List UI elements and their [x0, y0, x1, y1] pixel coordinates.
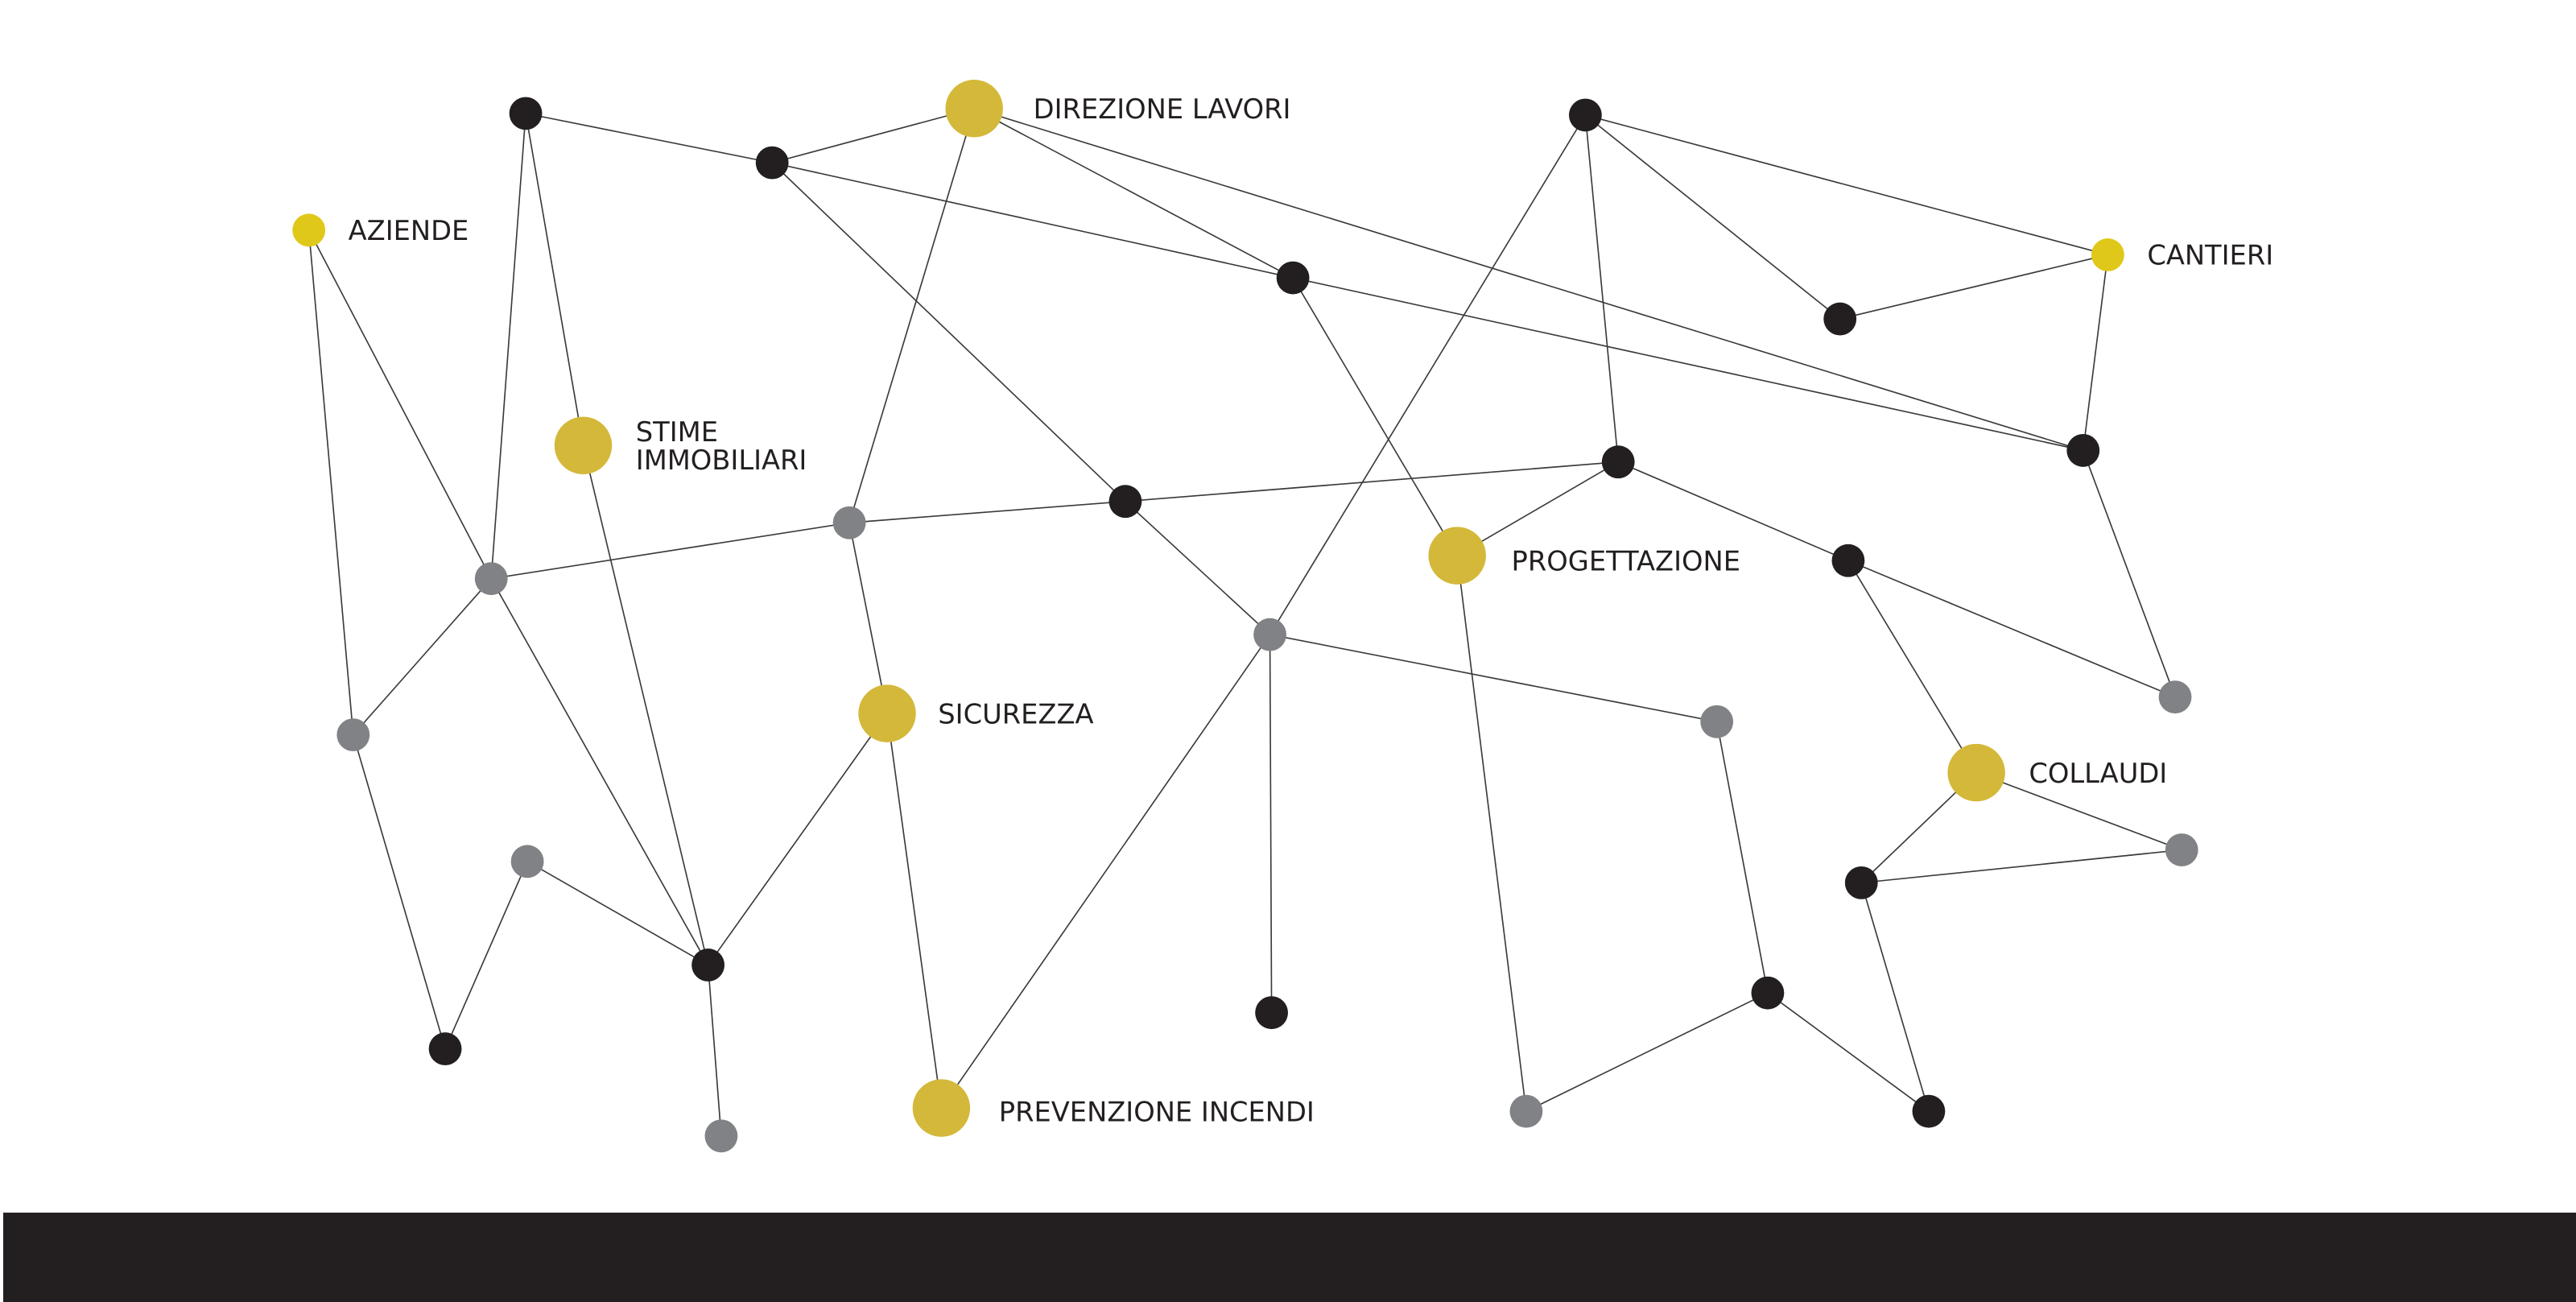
- edge-PR-n7: [1456, 461, 1619, 556]
- node-label: COLLAUDI: [2029, 758, 2167, 789]
- edge-n8-g3: [1125, 501, 1271, 635]
- black-node: [428, 1032, 462, 1065]
- gray-node: [336, 718, 370, 752]
- edge-g3-PI: [940, 634, 1271, 1109]
- node-label: SICUREZZA: [938, 698, 1093, 730]
- edge-n4-n5: [1584, 114, 1841, 320]
- edges-layer: [308, 107, 2182, 1136]
- edge-n5-CA: [1839, 254, 2108, 320]
- edge-DL-n3: [973, 108, 1294, 279]
- edge-CA-n6: [2082, 254, 2109, 451]
- edge-g2-g1: [491, 522, 850, 580]
- node-label: AZIENDE: [349, 215, 469, 246]
- edge-n1-SI: [525, 113, 584, 446]
- labels-layer: DIREZIONE LAVORI AZIENDE CANTIERI STIMEIMMO…: [349, 93, 2274, 1127]
- edge-n10-n15: [1860, 882, 1930, 1112]
- black-node: [1568, 98, 1602, 132]
- edge-SC-PI: [886, 713, 943, 1109]
- node-label: CANTIERI: [2147, 240, 2273, 271]
- edge-n1-n2: [525, 113, 773, 163]
- edge-g8-n14: [444, 861, 528, 1049]
- node-label: DIREZIONE LAVORI: [1034, 93, 1291, 125]
- gray-node: [1700, 705, 1734, 738]
- edge-PR-g9: [1456, 555, 1527, 1112]
- edge-DL-g1: [848, 108, 975, 523]
- black-node: [1912, 1094, 1946, 1128]
- edge-n6-g4: [2082, 450, 2176, 697]
- black-node: [691, 949, 724, 982]
- gray-node: [704, 1119, 738, 1153]
- edge-n12-g9: [1525, 992, 1769, 1112]
- edge-n2-DL: [771, 107, 975, 163]
- gray-node: [1509, 1094, 1543, 1128]
- black-node: [1276, 261, 1310, 295]
- edge-n7-n9: [1617, 461, 1849, 561]
- edge-n2-n3: [772, 162, 1294, 279]
- edge-n15-n12: [1767, 992, 1930, 1112]
- gray-node: [832, 506, 866, 539]
- edge-g2-g6: [353, 578, 492, 736]
- edge-n3-PR: [1292, 277, 1458, 556]
- nodes-layer: [292, 80, 2198, 1153]
- category-node-ca: [2091, 238, 2124, 271]
- edge-n2-n8: [771, 162, 1126, 502]
- category-node-dl: [945, 80, 1003, 138]
- node-label: PREVENZIONE INCENDI: [999, 1096, 1315, 1127]
- edge-SC-n11: [707, 713, 888, 965]
- edge-SI-n11: [582, 445, 709, 965]
- edge-g5-g3: [1269, 634, 1717, 723]
- black-node: [1751, 976, 1785, 1010]
- edge-g2-n11: [490, 578, 709, 965]
- edge-n10-g7: [1861, 849, 2182, 884]
- footer-bar: [3, 1213, 2576, 1302]
- edge-n1-g2: [490, 113, 526, 579]
- gray-node: [2158, 680, 2192, 714]
- gray-node: [1253, 618, 1286, 651]
- black-node: [1823, 302, 1857, 336]
- black-node: [755, 146, 789, 180]
- edge-AZ-g2: [308, 229, 492, 580]
- edge-n8-n7: [1125, 461, 1619, 502]
- edge-CO-g7: [1975, 771, 2182, 851]
- edge-n9-CO: [1847, 560, 1977, 774]
- black-node: [1108, 485, 1142, 519]
- node-label: IMMOBILIARI: [636, 444, 807, 476]
- edge-DL-n6: [973, 107, 2083, 452]
- category-node-pi: [912, 1079, 971, 1137]
- edge-n9-g4: [1847, 560, 2176, 698]
- edge-n4-n7: [1584, 114, 1620, 462]
- edge-AZ-g6: [308, 229, 354, 735]
- category-node-co: [1947, 743, 2005, 802]
- edge-n3-n6: [1292, 277, 2083, 452]
- gray-node: [510, 845, 544, 878]
- gray-node: [474, 562, 508, 596]
- edge-g8-n11: [526, 861, 708, 966]
- black-node: [1831, 544, 1865, 577]
- edge-n4-CA: [1585, 114, 2108, 256]
- category-node-pr: [1428, 527, 1486, 585]
- edge-n12-g5: [1715, 721, 1769, 994]
- edge-g1-SC: [848, 523, 888, 714]
- edge-g3-n13: [1269, 634, 1273, 1013]
- edge-g6-n14: [352, 734, 446, 1049]
- edge-n4-g3: [1269, 114, 1587, 635]
- black-node: [1255, 996, 1288, 1030]
- black-node: [1844, 866, 1878, 899]
- gray-node: [2165, 833, 2198, 866]
- node-label: PROGETTAZIONE: [1512, 545, 1740, 577]
- black-node: [509, 97, 543, 130]
- category-node-sc: [858, 684, 916, 742]
- node-label: STIME: [636, 416, 718, 448]
- edge-g1-n8: [849, 500, 1126, 524]
- black-node: [1601, 445, 1635, 479]
- edge-n11-g10: [707, 965, 722, 1136]
- black-node: [2066, 434, 2100, 467]
- category-node-si: [554, 416, 613, 475]
- category-node-az: [292, 213, 326, 247]
